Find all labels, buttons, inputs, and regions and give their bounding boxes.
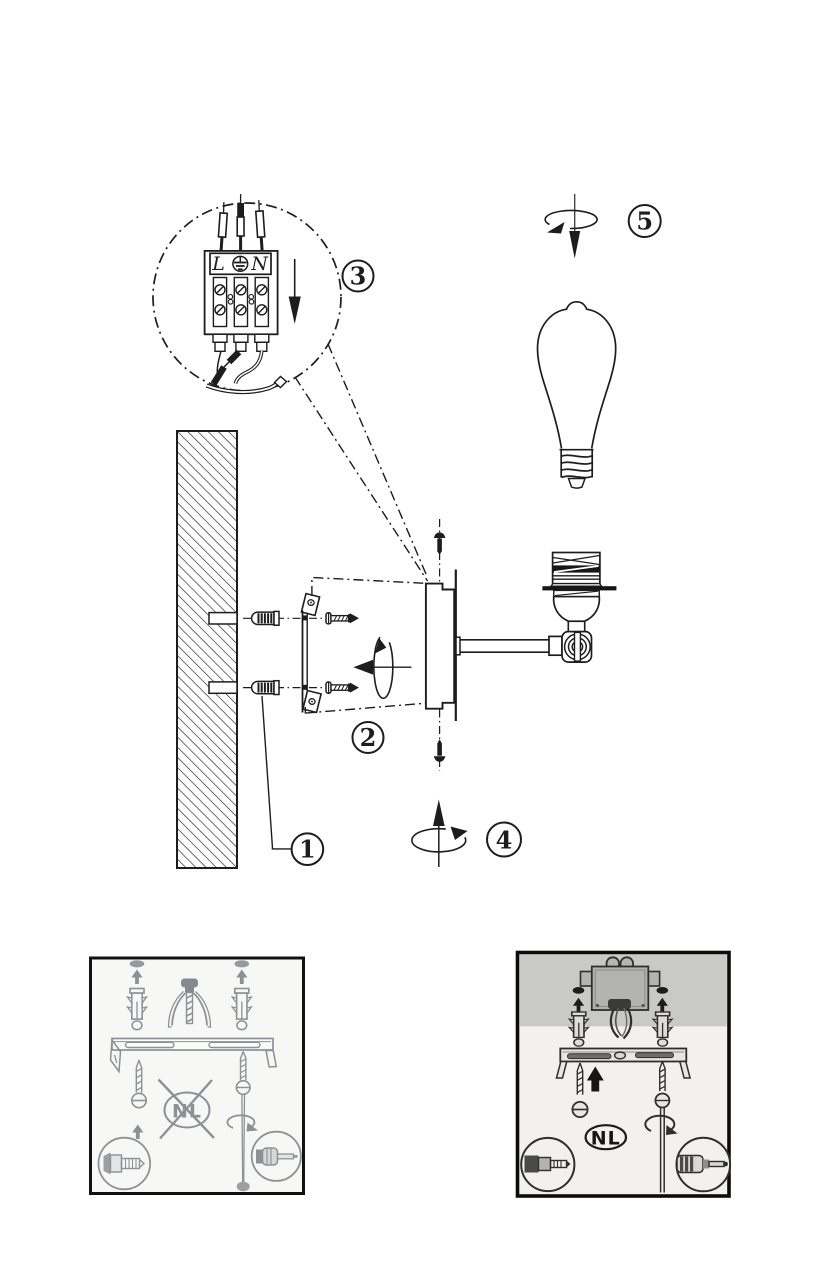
socket-cup bbox=[552, 595, 601, 623]
cable-exit-connector bbox=[273, 375, 288, 389]
plate-body bbox=[424, 582, 456, 710]
step3-number: 3 bbox=[350, 262, 367, 291]
earth-ground-icon bbox=[232, 255, 249, 272]
swivel-rotation-symbol bbox=[353, 636, 412, 700]
terminal-block: L N bbox=[203, 194, 301, 395]
wire-neutral-in bbox=[254, 200, 266, 251]
junction-box bbox=[579, 956, 661, 1040]
step4-number: 4 bbox=[496, 826, 513, 855]
lamp-arm-socket bbox=[455, 551, 617, 663]
step3-badge: 3 bbox=[341, 259, 375, 293]
step1-number: 1 bbox=[299, 835, 316, 864]
inset-left-rail bbox=[109, 1037, 278, 1074]
inset-right-rail bbox=[555, 1047, 692, 1079]
inset-left-plug-detail bbox=[97, 1123, 151, 1191]
hole-mark-left bbox=[572, 987, 585, 994]
cable-glands bbox=[212, 333, 270, 352]
hole-mark-left bbox=[129, 960, 145, 968]
terminal-label-neutral: N bbox=[250, 253, 269, 275]
step1-callout: 1 bbox=[261, 695, 325, 867]
inset-right-screwdriver-detail bbox=[675, 1136, 732, 1193]
inset-panel-left: NL bbox=[89, 956, 305, 1195]
detail-balloon-circle bbox=[152, 202, 342, 392]
wall-section bbox=[176, 430, 238, 869]
hole-mark-right bbox=[234, 960, 250, 968]
nl-badge bbox=[584, 1124, 628, 1151]
wall-hatched bbox=[176, 430, 238, 869]
step2-badge: 2 bbox=[351, 721, 385, 754]
inset-right-cord-screw bbox=[644, 1060, 678, 1193]
inset-right-screw bbox=[571, 1062, 589, 1119]
inset-left-nl-label: NL bbox=[172, 1101, 202, 1123]
step4-badge: 4 bbox=[486, 821, 522, 858]
mounting-bracket bbox=[300, 592, 323, 714]
bulb-contact bbox=[567, 477, 587, 489]
insert-down-arrow bbox=[288, 259, 301, 324]
terminal-label-strip bbox=[209, 252, 272, 276]
push-up-arrow bbox=[586, 1066, 604, 1092]
inset-panel-right: NL bbox=[515, 950, 732, 1198]
bulb-screw-base bbox=[560, 450, 594, 489]
arm-ferrule bbox=[455, 636, 461, 656]
wiring-detail-callout bbox=[152, 202, 429, 582]
socket-flange bbox=[542, 586, 617, 591]
wall-plug-top bbox=[250, 610, 280, 626]
plate-screw-bottom bbox=[433, 709, 446, 771]
terminal-screws bbox=[214, 284, 268, 316]
plate-screw-top bbox=[433, 519, 446, 583]
hole-mark-right bbox=[656, 987, 669, 994]
lamp-wall-plate bbox=[424, 519, 457, 771]
fixing-center-lines bbox=[243, 617, 326, 689]
socket-thread bbox=[542, 551, 617, 598]
inset-left-screw bbox=[131, 1059, 148, 1109]
drill-hole-top bbox=[208, 611, 238, 625]
light-bulb bbox=[536, 300, 617, 489]
lamp-rotation-symbol bbox=[411, 799, 468, 867]
socket-neck bbox=[567, 620, 586, 633]
swivel-knob bbox=[563, 631, 591, 662]
step2-number: 2 bbox=[360, 723, 377, 752]
spring-toggle-anchor bbox=[167, 978, 212, 1028]
bracket-tab-top bbox=[300, 592, 321, 617]
drill-hole-bottom bbox=[208, 681, 238, 695]
wire-live-in bbox=[217, 202, 229, 251]
bulb-rotation-symbol bbox=[544, 194, 598, 259]
step5-badge: 5 bbox=[627, 204, 662, 238]
wire-earth-in bbox=[236, 194, 245, 251]
nl-crossed-badge bbox=[157, 1078, 215, 1140]
arm-collar bbox=[548, 635, 563, 657]
callout-leader-upper bbox=[327, 343, 427, 575]
bulb-glass bbox=[536, 300, 617, 449]
terminal-label-live: L bbox=[211, 253, 225, 275]
step1-leader bbox=[261, 695, 292, 850]
step5-number: 5 bbox=[636, 207, 653, 236]
cross-line-2 bbox=[159, 1079, 213, 1140]
callout-leader-lower bbox=[294, 376, 429, 582]
inset-right-nl-label: NL bbox=[591, 1127, 621, 1149]
inset-left-screwdriver-detail bbox=[250, 1130, 302, 1182]
bracket-tab-bottom bbox=[301, 689, 323, 714]
wires-out bbox=[205, 349, 288, 395]
inset-left-cord-screw bbox=[226, 1050, 258, 1192]
terminal-columns bbox=[212, 276, 270, 328]
wall-plug-bottom bbox=[250, 679, 280, 696]
projection-lines bbox=[304, 576, 426, 714]
inset-right-plug-detail bbox=[520, 1136, 576, 1193]
